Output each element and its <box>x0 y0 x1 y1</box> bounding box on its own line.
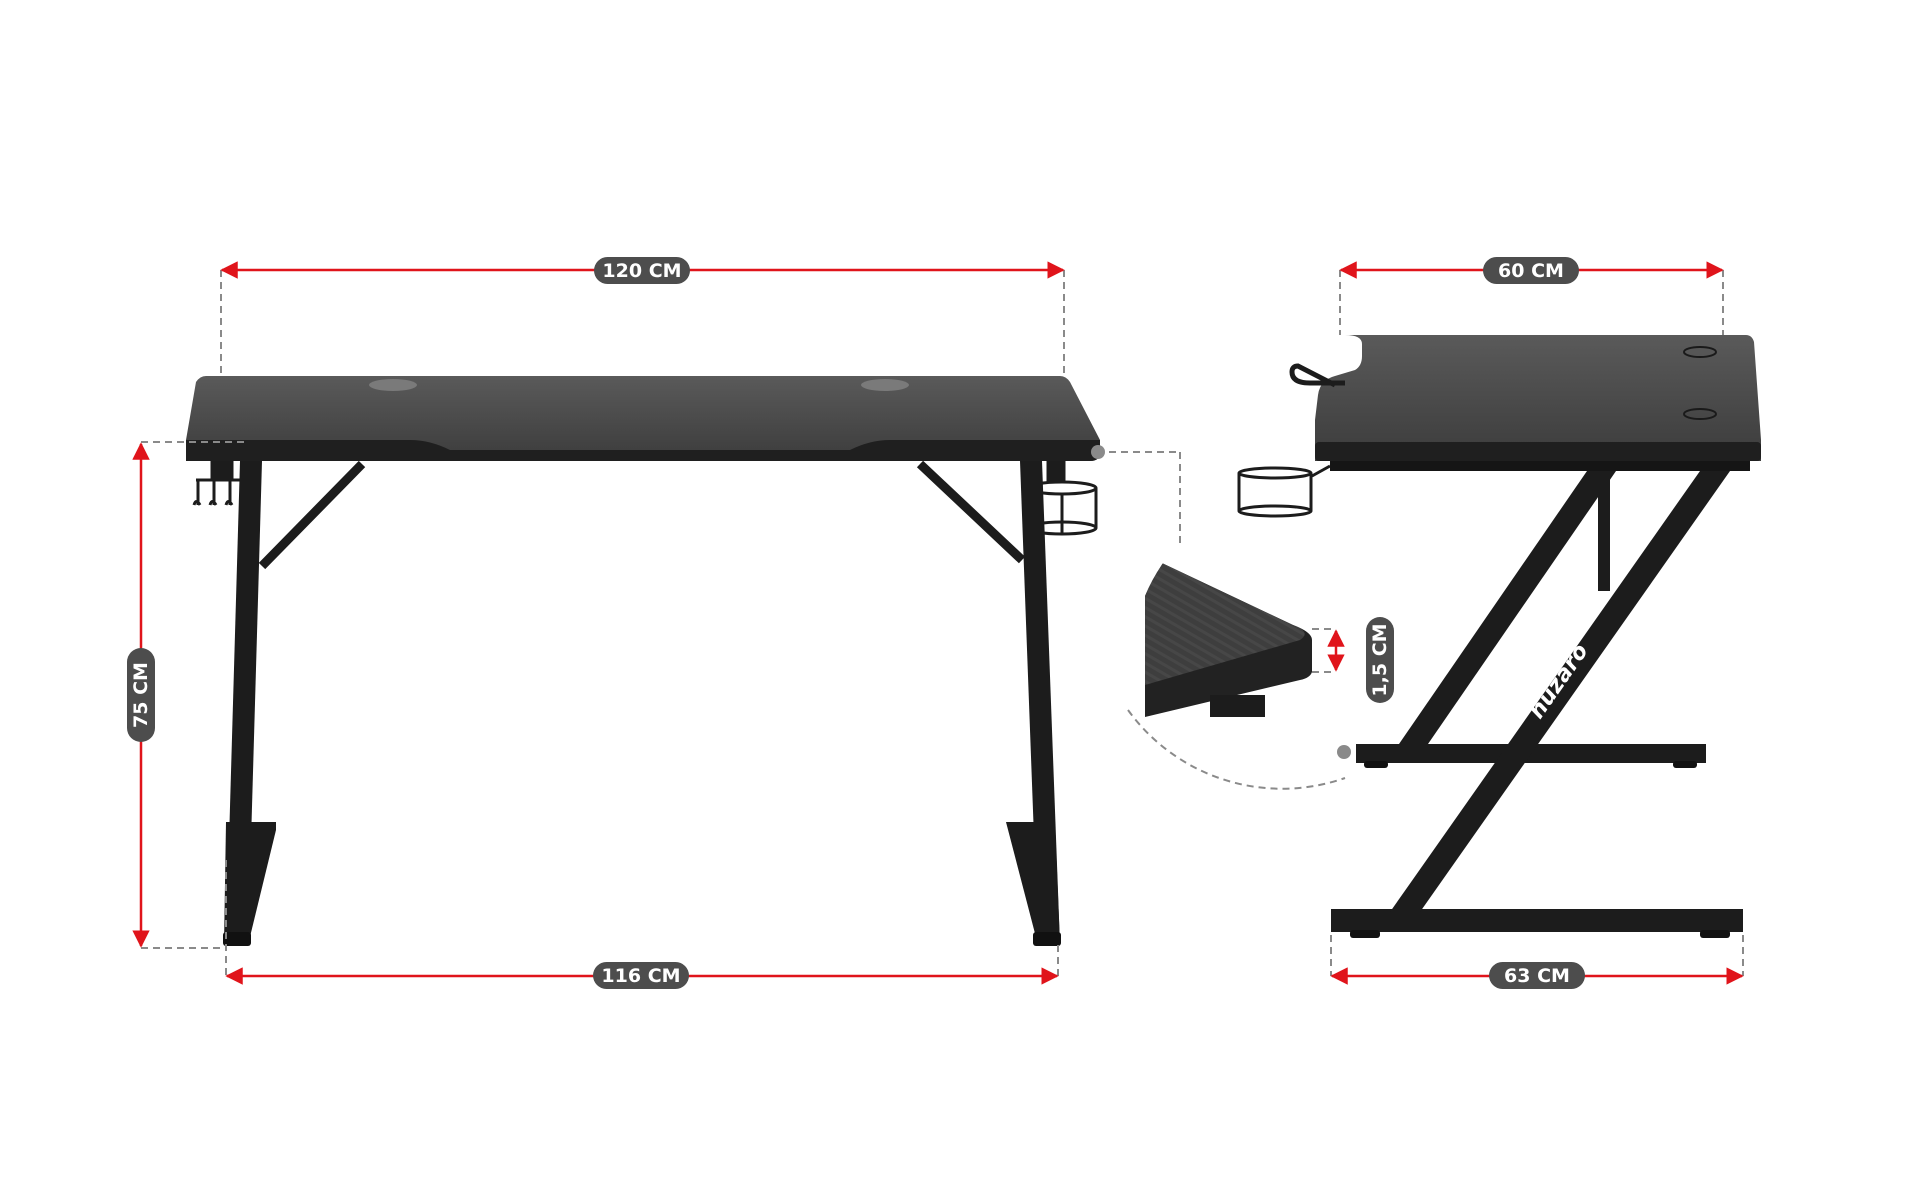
side-desktop-surface <box>1315 335 1761 461</box>
right-foot <box>1006 822 1060 945</box>
dimension-width-bottom: 116 CM <box>225 860 1059 989</box>
dimension-depth-top: 60 CM <box>1339 257 1724 335</box>
desktop-surface <box>186 376 1100 461</box>
width-bottom-label: 116 CM <box>601 965 680 987</box>
cable-grommet-left <box>369 379 417 391</box>
left-foot <box>224 822 276 945</box>
base-bar <box>1331 909 1743 932</box>
left-brace <box>258 460 366 570</box>
right-brace <box>916 460 1026 564</box>
desktop-edge <box>186 440 1100 461</box>
front-view-desk <box>186 376 1100 946</box>
dimension-height: 75 CM <box>127 441 246 949</box>
cup-holder <box>1026 460 1098 536</box>
headphone-hook <box>192 460 248 506</box>
side-cup-holder <box>1237 464 1331 518</box>
dimension-depth-bottom: 63 CM <box>1330 935 1744 989</box>
dimension-width-top: 120 CM <box>220 257 1065 376</box>
cable-grommet-right <box>861 379 909 391</box>
side-headphone-hook <box>1289 363 1345 388</box>
edge-thickness-inset: 1,5 CM <box>1091 445 1394 790</box>
height-label: 75 CM <box>130 662 152 728</box>
depth-bottom-label: 63 CM <box>1504 965 1570 987</box>
side-view-desk: huzaro <box>1237 335 1761 938</box>
diagonal-front <box>1390 471 1730 912</box>
width-top-label: 120 CM <box>602 260 681 282</box>
depth-top-label: 60 CM <box>1498 260 1564 282</box>
thickness-label: 1,5 CM <box>1369 623 1391 696</box>
diagonal-back <box>1399 471 1616 744</box>
